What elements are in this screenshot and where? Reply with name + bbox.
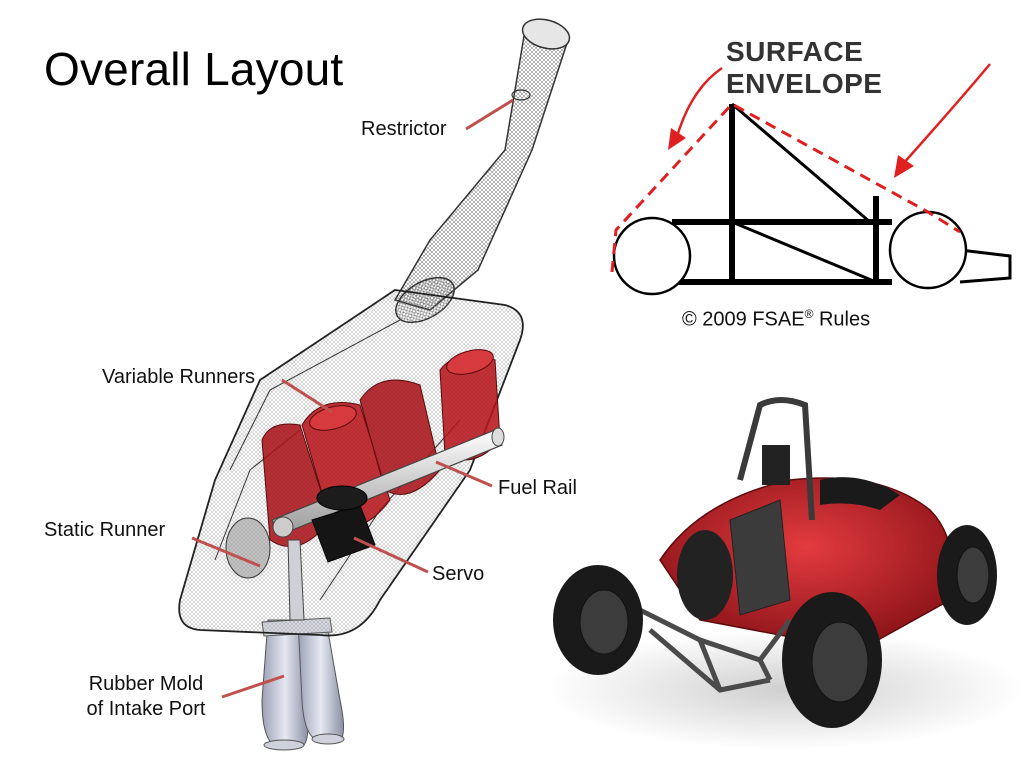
caption-prefix: © 2009 FSAE xyxy=(682,308,805,331)
intake-assembly xyxy=(178,18,571,751)
label-restrictor: Restrictor xyxy=(361,118,447,140)
envelope-arrow-right xyxy=(901,63,991,166)
label-rubber-mold-line2: of Intake Port xyxy=(86,698,206,720)
car-wheels xyxy=(553,525,997,728)
rubber-mold-callout xyxy=(221,674,285,699)
label-rubber-mold-line1: Rubber Mold xyxy=(88,673,204,695)
caption-registered-mark: ® xyxy=(804,307,814,321)
restrictor-callout xyxy=(465,98,514,131)
car-render xyxy=(545,397,1024,750)
callout-lines xyxy=(191,98,514,699)
label-rubber-mold: Rubber Mold of Intake Port xyxy=(76,673,216,721)
rubber-mold-ports xyxy=(261,617,345,751)
envelope-arrow-left xyxy=(674,66,723,141)
slide-title: Overall Layout xyxy=(44,43,344,95)
fuel-rail-callout xyxy=(435,460,493,488)
fsae-rules-caption: © 2009 FSAE® Rules xyxy=(682,307,870,332)
static-runner-callout xyxy=(191,536,261,568)
servo-callout xyxy=(353,536,429,574)
envelope-dashed-line xyxy=(610,102,961,273)
servo xyxy=(311,485,376,563)
label-fuel-rail: Fuel Rail xyxy=(498,477,577,499)
label-static-runner: Static Runner xyxy=(44,519,166,541)
front-wheel xyxy=(888,210,968,290)
rear-wheel xyxy=(612,216,692,296)
surface-envelope-diagram xyxy=(610,63,1012,296)
static-runner xyxy=(225,517,305,621)
surface-envelope-title: SURFACE ENVELOPE xyxy=(726,36,883,99)
label-servo: Servo xyxy=(432,563,485,585)
caption-suffix: Rules xyxy=(813,308,871,331)
label-variable-runners: Variable Runners xyxy=(102,366,256,388)
restrictor-tube xyxy=(393,18,571,324)
frame-outline xyxy=(672,104,892,285)
variable-runners-callout xyxy=(281,378,333,414)
